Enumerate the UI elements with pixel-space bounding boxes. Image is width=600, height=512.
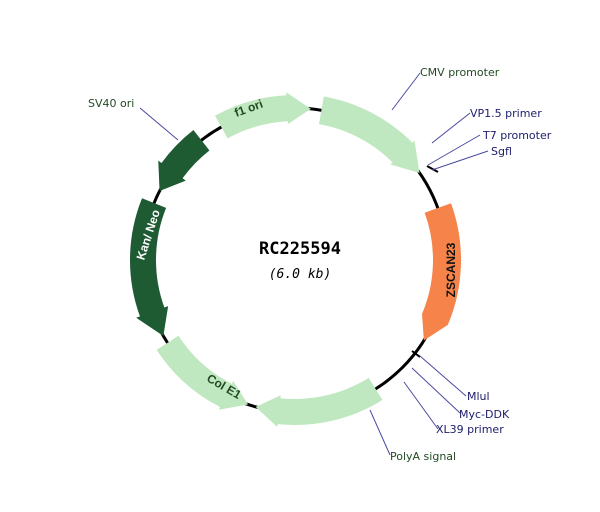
xl39-primer-text: XL39 primer: [436, 423, 504, 436]
sgfl-marker: [426, 165, 439, 173]
zscan23-arrow: [422, 203, 461, 341]
sv40-ori-arrow: [158, 129, 210, 191]
sv40-ori-text: SV40 ori: [88, 97, 134, 110]
mycddk-leader: [411, 367, 461, 414]
t7-promoter-text: T7 promoter: [482, 129, 552, 142]
col-e1-arrow: [156, 335, 249, 410]
cmv-leader: [391, 72, 421, 111]
mlul-leader: [419, 355, 467, 397]
cmv-promoter-arrow: [318, 96, 420, 173]
kan-neo-arrow: [130, 198, 169, 336]
cmv-promoter-text: CMV promoter: [420, 66, 500, 79]
plasmid-name: RC225594: [259, 239, 341, 259]
mlul-text: Mlul: [467, 390, 490, 403]
polya-signal-text: PolyA signal: [390, 450, 456, 463]
sgfl-text: Sgfl: [491, 145, 512, 158]
zscan23-label: ZSCAN23: [444, 242, 458, 297]
vp15-primer-text: VP1.5 primer: [470, 107, 542, 120]
myc-ddk-text: Myc-DDK: [459, 408, 510, 421]
vp15-leader: [431, 112, 471, 144]
xl39-leader: [403, 381, 439, 430]
t7-leader: [427, 134, 481, 166]
sv40-leader: [139, 107, 179, 141]
polya-signal-arrow: [255, 377, 383, 428]
mlul-marker: [411, 350, 421, 358]
sgfl-leader: [431, 150, 489, 171]
polya-leader: [369, 409, 391, 456]
f1-ori-arrow: [215, 92, 311, 139]
plasmid-size: (6.0 kb): [269, 267, 332, 282]
